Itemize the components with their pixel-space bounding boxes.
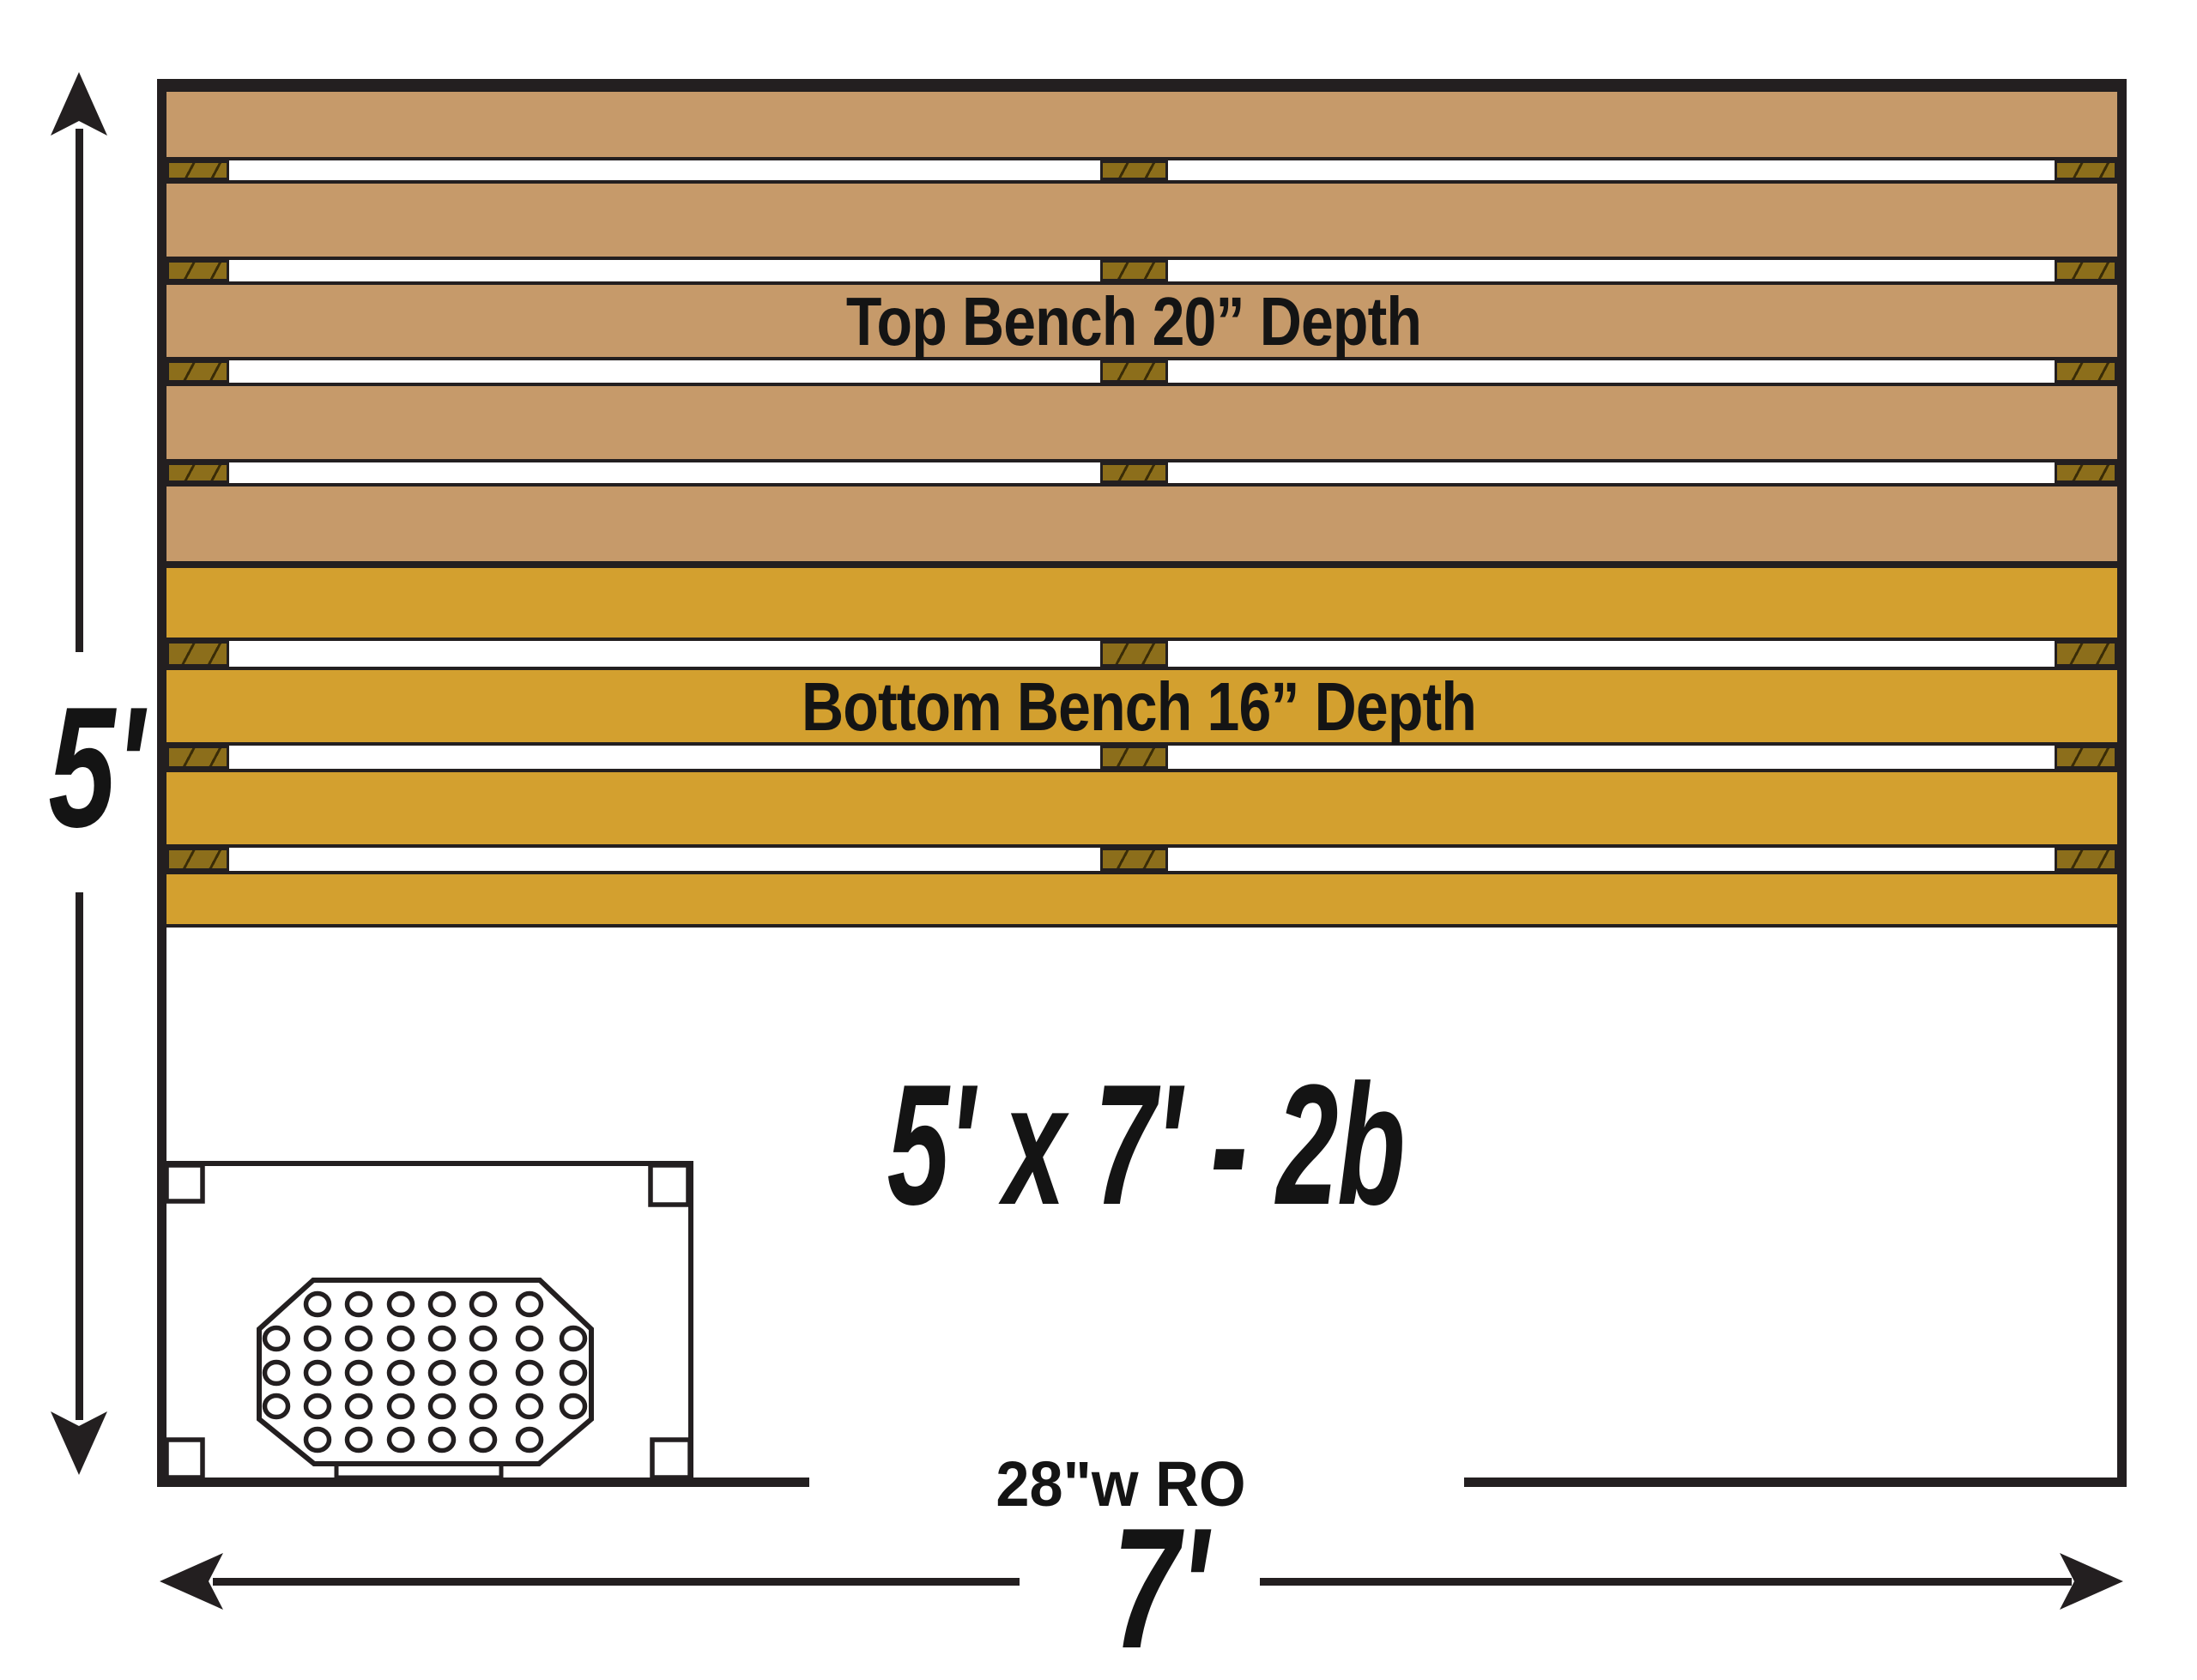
heater-grate-hole xyxy=(559,1359,588,1387)
heater-grate-hole xyxy=(262,1393,291,1420)
top-bench-label: Top Bench 20” Depth xyxy=(845,283,1422,360)
bench-support-cleat xyxy=(166,260,229,281)
heater-grate-hole xyxy=(344,1359,373,1387)
bottom-bench-slat xyxy=(166,769,2117,848)
heater-grate-hole xyxy=(515,1290,544,1318)
bench-support-cleat xyxy=(1100,848,1168,871)
heater-grate-hole xyxy=(469,1393,498,1420)
width-dimension-arrow xyxy=(160,1553,2123,1610)
heater-grate-hole xyxy=(427,1426,457,1453)
width-dimension-label: 7' xyxy=(1112,1493,1208,1680)
bench-support-cleat xyxy=(166,160,229,180)
bench-support-cleat xyxy=(1100,641,1168,667)
heater-grate-hole xyxy=(262,1359,291,1387)
down-arrowhead-icon xyxy=(51,1411,107,1475)
heater-grate-hole xyxy=(386,1426,415,1453)
heater-grate-hole xyxy=(303,1325,332,1352)
heater-grate-hole xyxy=(262,1325,291,1352)
top-bench-slat xyxy=(166,180,2117,260)
top-bench-slat xyxy=(166,383,2117,462)
door-rough-opening xyxy=(809,1475,1464,1490)
bench-support-cleat xyxy=(1100,360,1168,383)
bench-support-cleat xyxy=(166,641,229,667)
top-bench-slat xyxy=(166,281,2117,360)
bench-support-cleat xyxy=(1100,746,1168,769)
heater-grate-hole xyxy=(515,1393,544,1420)
top-bench-slat xyxy=(166,88,2117,160)
heater-grate-hole xyxy=(559,1393,588,1420)
heater-grate-hole xyxy=(386,1359,415,1387)
bench-support-cleat xyxy=(1100,260,1168,281)
door-opening-label: 28"w RO xyxy=(996,1448,1246,1520)
heater-grate-hole xyxy=(386,1290,415,1318)
heater-top-edge xyxy=(165,1161,693,1166)
bench-support-cleat xyxy=(166,848,229,871)
top-bench-slat xyxy=(166,483,2117,565)
heater-grate-hole xyxy=(427,1325,457,1352)
heater xyxy=(164,1161,693,1480)
height-dimension-arrow xyxy=(51,72,107,1475)
bottom-bench-slat xyxy=(166,667,2117,746)
left-arrowhead-icon xyxy=(160,1553,223,1610)
bottom-bench-slat xyxy=(166,565,2117,641)
right-arrowhead-icon xyxy=(2060,1553,2123,1610)
room-size-label: 5' x 7' - 2b xyxy=(887,1049,1406,1241)
bench-support-cleat xyxy=(1100,160,1168,180)
heater-grate-hole xyxy=(344,1290,373,1318)
heater-grate-holes xyxy=(262,1290,588,1453)
up-arrowhead-icon xyxy=(51,72,107,136)
heater-grate-hole xyxy=(344,1325,373,1352)
heater-grate-hole xyxy=(515,1359,544,1387)
heater-grate-hole xyxy=(469,1426,498,1453)
heater-grate-hole xyxy=(469,1325,498,1352)
bench-support-cleat xyxy=(166,746,229,769)
heater-grate-hole xyxy=(303,1393,332,1420)
bottom-bench-label: Bottom Bench 16” Depth xyxy=(801,668,1477,745)
heater-corner-bracket xyxy=(650,1437,693,1480)
heater-right-edge xyxy=(688,1161,693,1478)
sauna-room-outline: Top Bench 20” Depth Bottom Bench 16” Dep… xyxy=(157,79,2127,1487)
heater-grate-outline xyxy=(257,1278,594,1466)
bottom-bench-slat xyxy=(166,871,2117,928)
heater-grate-hole xyxy=(344,1426,373,1453)
bench-support-cleat xyxy=(2055,160,2117,180)
heater-grate-hole xyxy=(515,1426,544,1453)
heater-grate-hole xyxy=(386,1393,415,1420)
heater-grate-hole xyxy=(469,1290,498,1318)
heater-grate-hole xyxy=(427,1393,457,1420)
heater-grate-hole xyxy=(427,1290,457,1318)
bench-support-cleat xyxy=(2055,746,2117,769)
bench-support-cleat xyxy=(166,360,229,383)
bench-support-cleat xyxy=(2055,462,2117,483)
heater-grate-hole xyxy=(559,1325,588,1352)
heater-grate-hole xyxy=(344,1393,373,1420)
heater-grate-hole xyxy=(515,1325,544,1352)
heater-grate-hole xyxy=(303,1290,332,1318)
heater-grate-hole xyxy=(386,1325,415,1352)
bench-support-cleat xyxy=(2055,260,2117,281)
heater-corner-bracket xyxy=(164,1437,205,1480)
heater-grate-hole xyxy=(303,1359,332,1387)
bench-support-cleat xyxy=(2055,848,2117,871)
bench-support-cleat xyxy=(166,462,229,483)
heater-grate-hole xyxy=(469,1359,498,1387)
height-dimension-label: 5' xyxy=(48,672,144,863)
bench-support-cleat xyxy=(2055,641,2117,667)
heater-corner-bracket xyxy=(164,1163,205,1204)
heater-grate-hole xyxy=(303,1426,332,1453)
bench-support-cleat xyxy=(1100,462,1168,483)
bench-support-cleat xyxy=(2055,360,2117,383)
heater-corner-bracket xyxy=(648,1163,691,1207)
heater-grate-hole xyxy=(427,1359,457,1387)
